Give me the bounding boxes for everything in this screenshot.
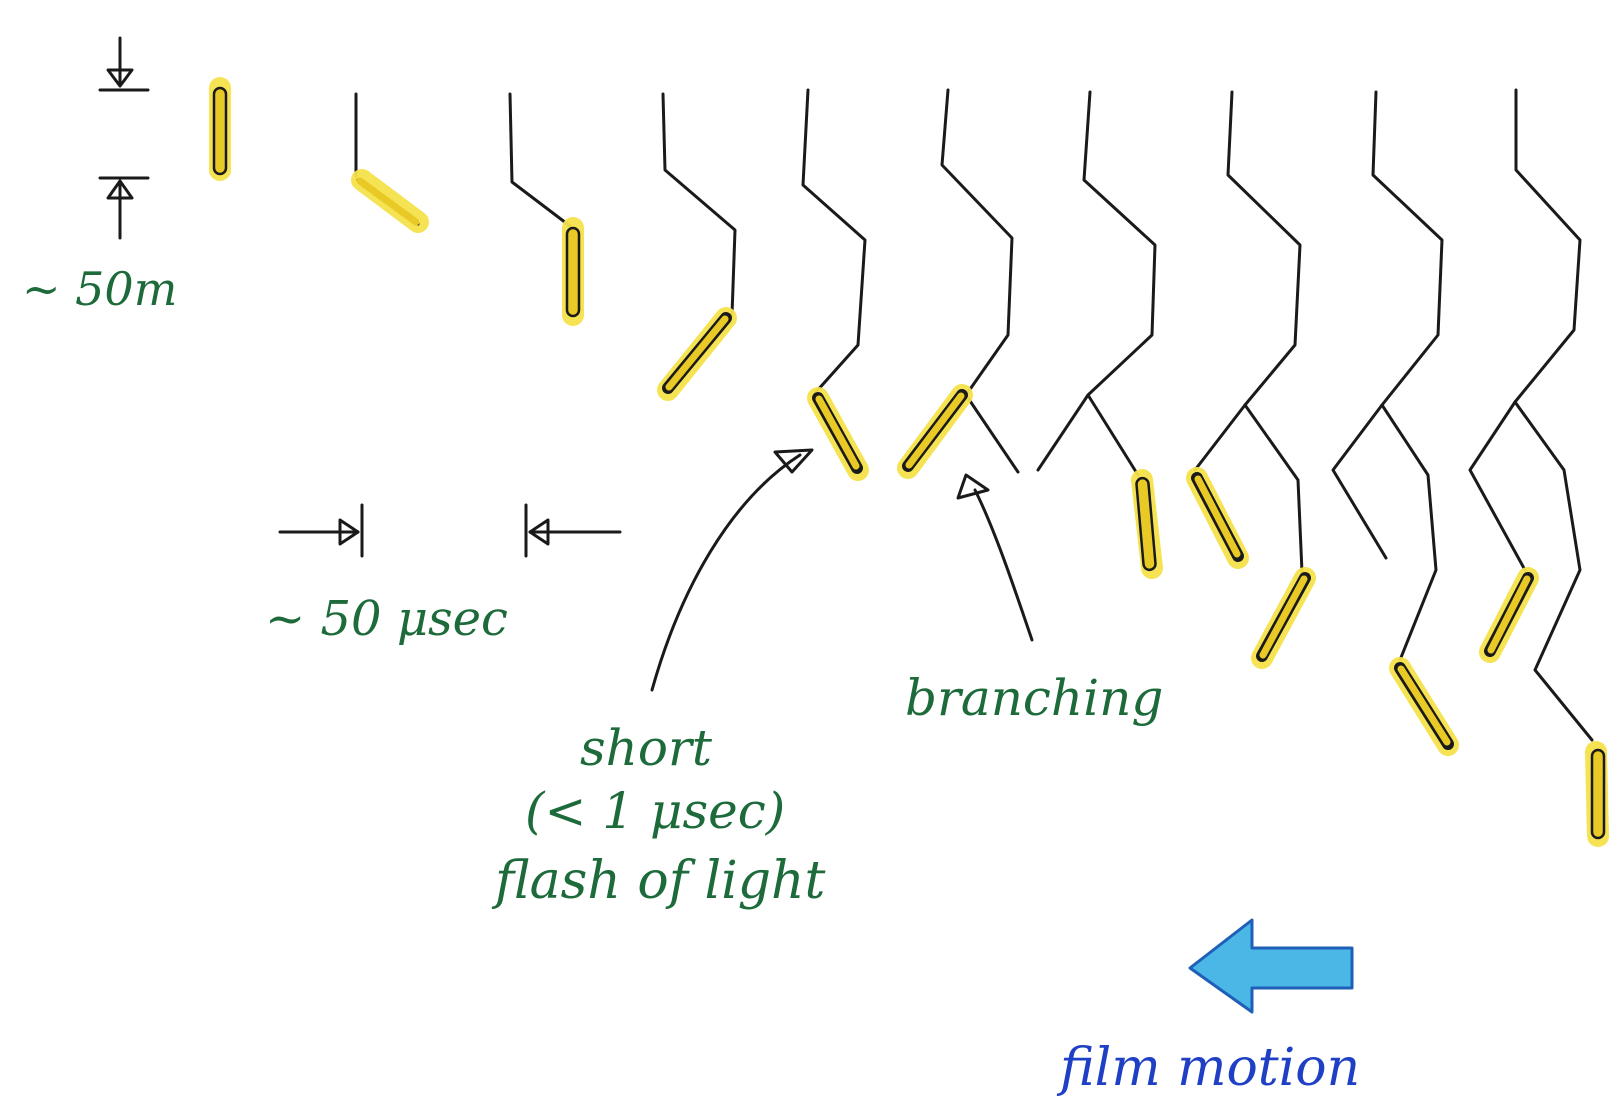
branching-label: branching xyxy=(905,669,1163,727)
flash-callout-arrow xyxy=(652,450,812,690)
interval-dimension-marker xyxy=(280,505,620,556)
leader-frame-2 xyxy=(356,94,418,224)
leader-frame-5 xyxy=(803,90,865,470)
flash-label-line1: short xyxy=(580,719,713,777)
leader-frame-9 xyxy=(1333,92,1448,745)
height-label: ~ 50m xyxy=(22,262,177,316)
leader-frame-3 xyxy=(510,94,579,316)
left-arrow-icon xyxy=(1190,920,1352,1012)
interval-label: ~ 50 μsec xyxy=(265,591,508,647)
leader-frame-4 xyxy=(663,94,735,390)
film-motion-label: film motion xyxy=(1056,1038,1360,1098)
leader-frame-10 xyxy=(1470,90,1604,838)
leader-frame-1 xyxy=(214,88,226,174)
leader-frame-8 xyxy=(1195,92,1305,658)
leader-frame-7 xyxy=(1038,92,1156,570)
height-dimension-marker xyxy=(100,38,148,238)
flash-annotation: short (< 1 μsec) flash of light xyxy=(491,719,826,911)
leader-frame-6 xyxy=(908,90,1018,472)
branching-callout-arrow xyxy=(958,475,1032,640)
flash-label-line3: flash of light xyxy=(491,851,826,911)
flash-label-line2: (< 1 μsec) xyxy=(525,782,785,840)
